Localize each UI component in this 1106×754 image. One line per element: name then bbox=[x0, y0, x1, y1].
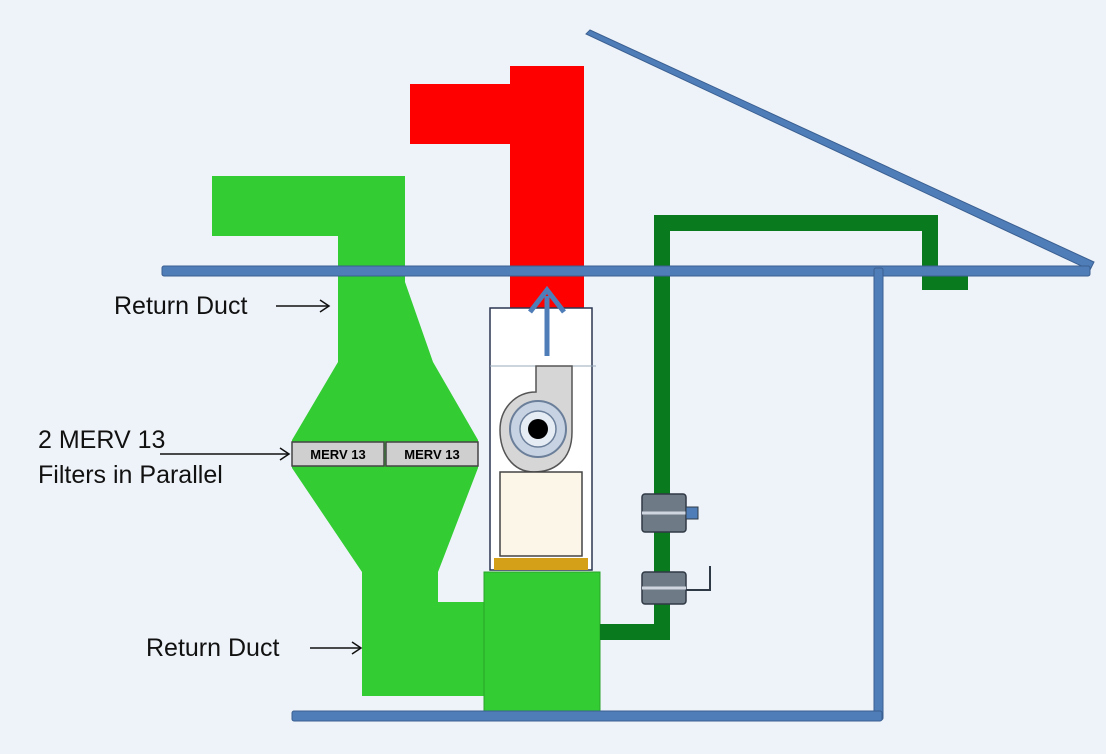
label-filters-line1: 2 MERV 13 bbox=[38, 426, 165, 454]
airflow-up-arrow-icon bbox=[528, 285, 566, 356]
right-wall bbox=[873, 267, 884, 721]
filter-2-label: MERV 13 bbox=[404, 447, 459, 462]
return-duct bbox=[212, 176, 490, 696]
upper-valve-icon bbox=[641, 493, 699, 533]
furnace-base-strip bbox=[494, 558, 588, 570]
heat-exchanger bbox=[499, 471, 583, 557]
ceiling-line bbox=[161, 265, 1091, 277]
condensate-pipe bbox=[600, 215, 968, 640]
label-return-duct-top: Return Duct bbox=[114, 292, 247, 320]
label-filters-line2: Filters in Parallel bbox=[38, 461, 223, 489]
lower-valve-icon bbox=[641, 566, 711, 605]
arrow-filters bbox=[160, 447, 291, 461]
floor-line bbox=[291, 710, 883, 722]
supply-duct bbox=[410, 66, 584, 310]
roof-line bbox=[585, 29, 1095, 271]
arrow-return-duct-bottom bbox=[310, 641, 363, 655]
filter-1: MERV 13 bbox=[291, 441, 385, 467]
filter-1-label: MERV 13 bbox=[310, 447, 365, 462]
furnace-base-plenum bbox=[483, 571, 601, 713]
blower-icon bbox=[499, 365, 573, 473]
label-return-duct-bottom: Return Duct bbox=[146, 634, 279, 662]
arrow-return-duct-top bbox=[276, 299, 331, 313]
filter-2: MERV 13 bbox=[385, 441, 479, 467]
